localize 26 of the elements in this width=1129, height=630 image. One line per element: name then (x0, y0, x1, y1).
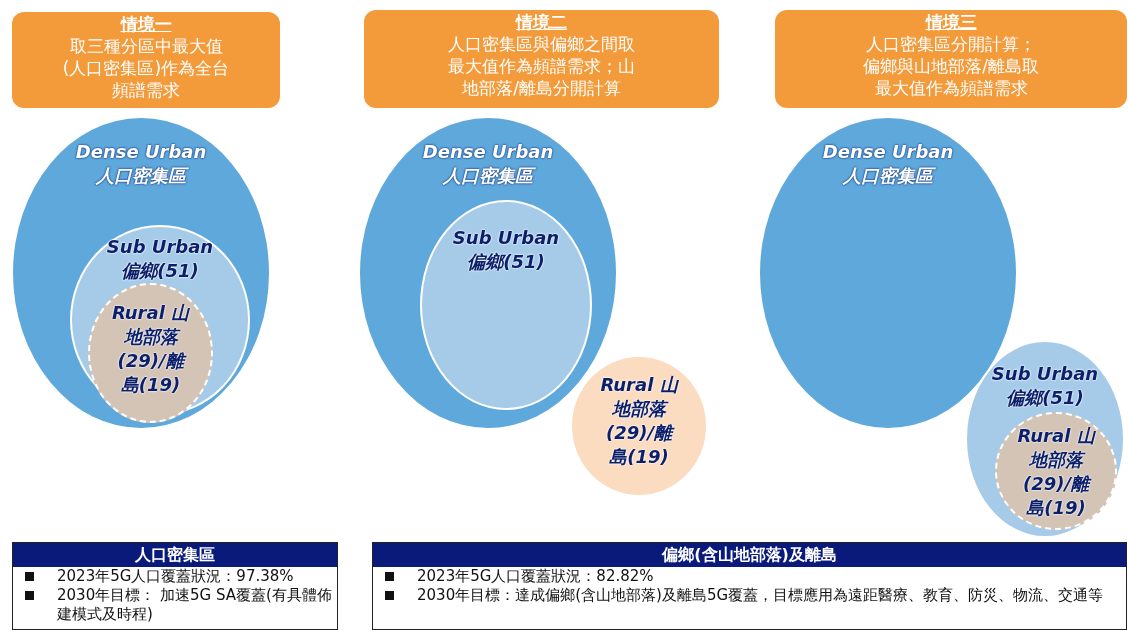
bullet-item: 2030年目標：達成偏鄉(含山地部落)及離島5G覆蓋，目標應用為遠距醫療、教育、防災、物流、交通等 (417, 586, 1105, 605)
table-header: 偏鄉(含山地部落)及離島 (373, 543, 1126, 567)
scenario-text: 人口密集區分開計算；偏鄉與山地部落/離島取最大值作為頻譜需求 (862, 33, 1040, 99)
bullet-item: 2030年目標： 加速5G SA覆蓋(有具體佈建模式及時程) (57, 586, 333, 624)
scenario-heading: 情境一 (120, 13, 172, 35)
scenario-box (364, 10, 719, 108)
zone-label: Rural 山地部落(29)/離島(19) (110, 301, 191, 397)
zone-label: Sub Urban 偏鄉(51) (990, 362, 1100, 410)
zone-label: Sub Urban 偏鄉(51) (105, 235, 215, 283)
bullet-item: 2023年5G人口覆蓋狀況：82.82% (417, 567, 655, 586)
zone-label: Dense Urban 人口密集區 (74, 140, 208, 188)
table-header: 人口密集區 (13, 543, 337, 567)
info-table (372, 542, 1127, 630)
scenario-box (775, 10, 1127, 108)
info-table (12, 542, 338, 630)
scenario-heading: 情境三 (925, 11, 977, 33)
scenario-text: 人口密集區與偏鄉之間取最大值作為頻譜需求；山地部落/離島分開計算 (447, 33, 636, 99)
zone-label: Sub Urban 偏鄉(51) (451, 226, 561, 274)
scenario-box (12, 12, 280, 108)
bullet-item: 2023年5G人口覆蓋狀況：97.38% (57, 567, 295, 586)
zone-label: Dense Urban 人口密集區 (821, 140, 955, 188)
scenario-heading: 情境二 (516, 11, 567, 33)
zone-label: Rural 山地部落(29)/離島(19) (1016, 424, 1096, 520)
zone-label: Rural 山地部落(29)/離島(19) (599, 373, 679, 469)
zone-label: Dense Urban 人口密集區 (421, 140, 555, 188)
scenario-text: 取三種分區中最大值(人口密集區)作為全台頻譜需求 (61, 35, 231, 101)
